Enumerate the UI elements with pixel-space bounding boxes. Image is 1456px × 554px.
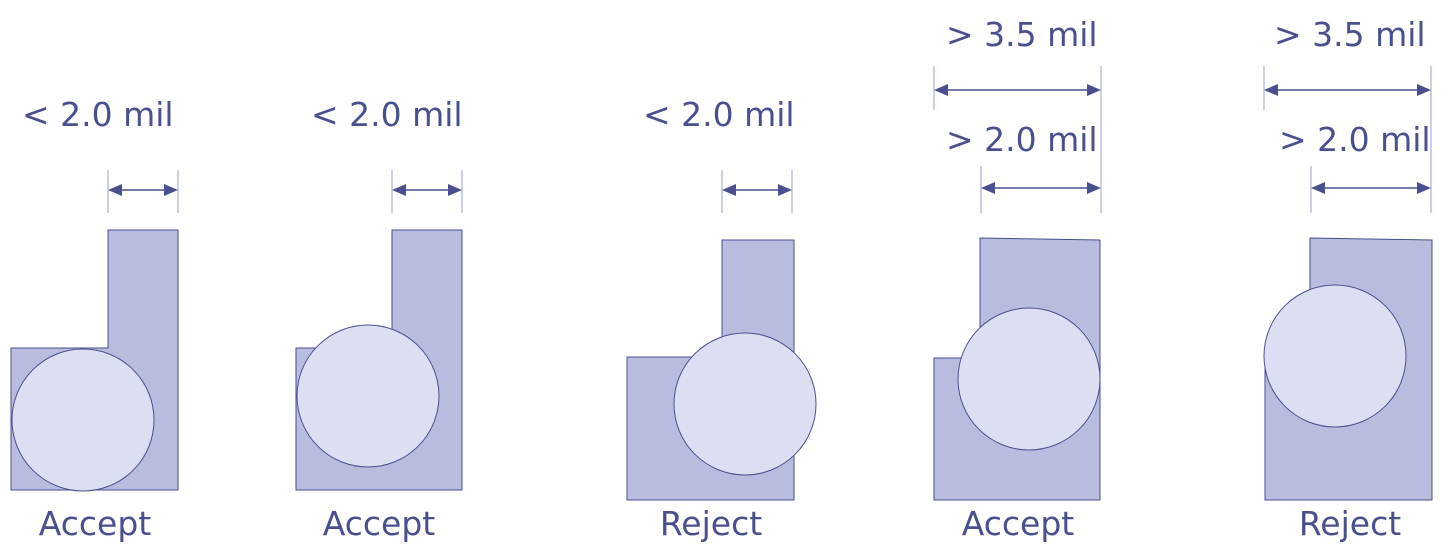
arrow-head-left <box>1264 84 1278 96</box>
solder-ball <box>957 307 1101 451</box>
dimension-label: < 2.0 mil <box>311 95 463 134</box>
solder-ball <box>1263 284 1407 428</box>
solder-ball <box>11 348 155 492</box>
dimension-label: < 2.0 mil <box>643 95 795 134</box>
arrow-head-left <box>722 184 736 196</box>
panel-4: > 3.5 mil > 2.0 mil Accept <box>933 15 1102 543</box>
panel-5: > 3.5 mil > 2.0 mil Reject <box>1263 15 1433 543</box>
verdict-label: Reject <box>660 504 762 543</box>
panel-3: < 2.0 mil Reject <box>626 95 817 543</box>
arrow-head-right <box>448 184 462 196</box>
arrow-head-right <box>1417 182 1431 194</box>
arrow-head-right <box>164 184 178 196</box>
solder-ball <box>296 324 440 468</box>
dimension-label-outer: > 3.5 mil <box>946 15 1098 54</box>
verdict-label: Reject <box>1299 504 1401 543</box>
arrow-head-right <box>1087 84 1101 96</box>
arrow-head-left <box>981 182 995 194</box>
solder-ball <box>673 332 817 476</box>
dimension-label-outer: > 3.5 mil <box>1274 15 1426 54</box>
verdict-label: Accept <box>323 504 436 543</box>
dimension-label-inner: > 2.0 mil <box>1279 120 1431 159</box>
dimension-label: < 2.0 mil <box>22 95 174 134</box>
arrow-head-left <box>934 84 948 96</box>
arrow-head-left <box>108 184 122 196</box>
arrow-head-right <box>778 184 792 196</box>
arrow-head-left <box>392 184 406 196</box>
panel-2: < 2.0 mil Accept <box>295 95 463 543</box>
verdict-label: Accept <box>39 504 152 543</box>
panel-1: < 2.0 mil Accept <box>10 95 179 543</box>
verdict-label: Accept <box>962 504 1075 543</box>
arrow-head-left <box>1311 182 1325 194</box>
dimension-label-inner: > 2.0 mil <box>946 120 1098 159</box>
arrow-head-right <box>1417 84 1431 96</box>
arrow-head-right <box>1087 182 1101 194</box>
